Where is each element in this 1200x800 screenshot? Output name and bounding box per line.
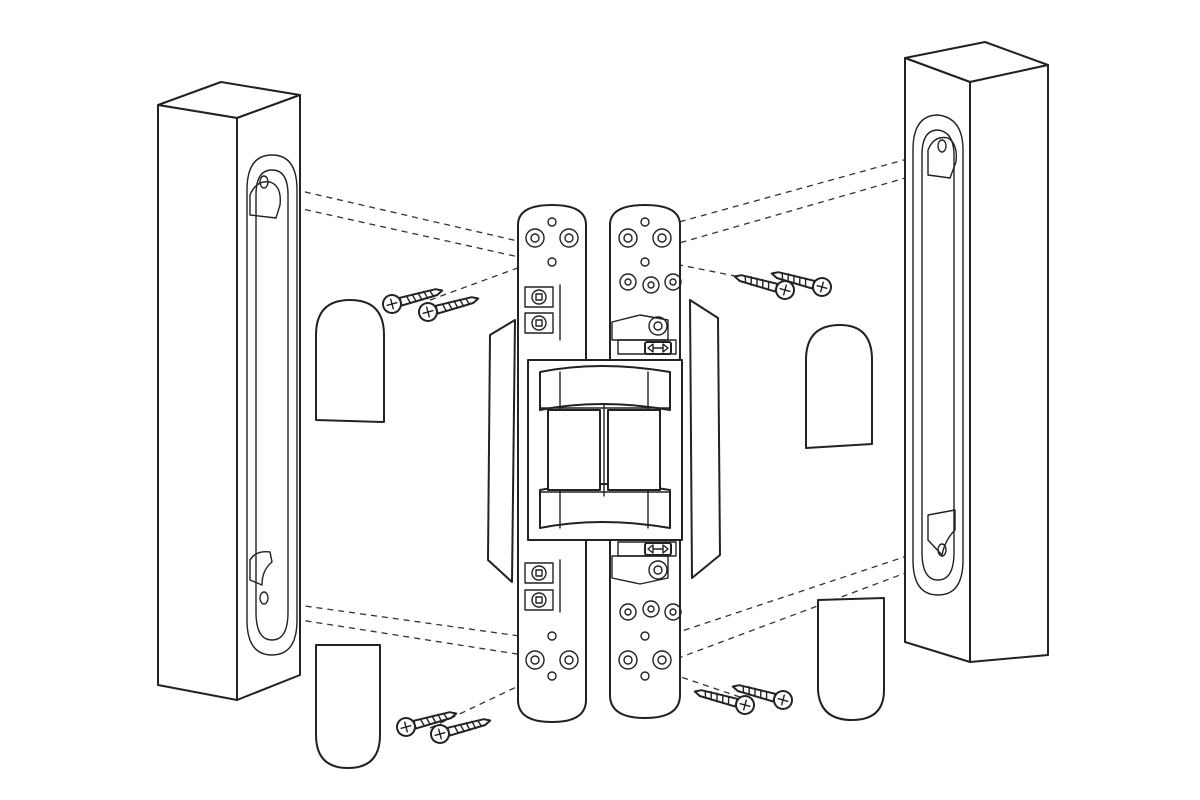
wood-screw-left-upper-1 [382, 288, 444, 314]
top-mounting-holes [525, 217, 672, 267]
right-upper-adjusters [611, 273, 682, 355]
adjustment-arrow-upper [644, 341, 672, 355]
concealed-hinge [487, 204, 721, 723]
hinge-knuckle [527, 359, 683, 541]
left-lower-adjusters [524, 559, 561, 613]
bottom-mounting-holes [525, 631, 672, 681]
cover-plate-right-lower [817, 597, 885, 721]
left-upper-adjusters [524, 284, 561, 341]
left-frame-block [157, 81, 301, 701]
cover-plate-left-lower [315, 644, 381, 769]
wood-screw-left-lower-2 [430, 718, 492, 744]
wood-screw-right-lower-2 [731, 684, 793, 710]
cover-plate-right-upper [805, 324, 873, 449]
wood-screw-right-upper-1 [733, 274, 795, 300]
adjustment-arrow-lower [644, 542, 672, 556]
cover-plate-left-upper [315, 299, 385, 423]
right-lower-adjusters [611, 541, 682, 621]
wood-screw-right-upper-2 [770, 271, 832, 297]
wood-screw-right-lower-1 [693, 689, 755, 715]
right-frame-block [904, 41, 1049, 663]
wood-screw-left-lower-1 [396, 711, 458, 737]
wood-screw-left-upper-2 [418, 296, 480, 322]
